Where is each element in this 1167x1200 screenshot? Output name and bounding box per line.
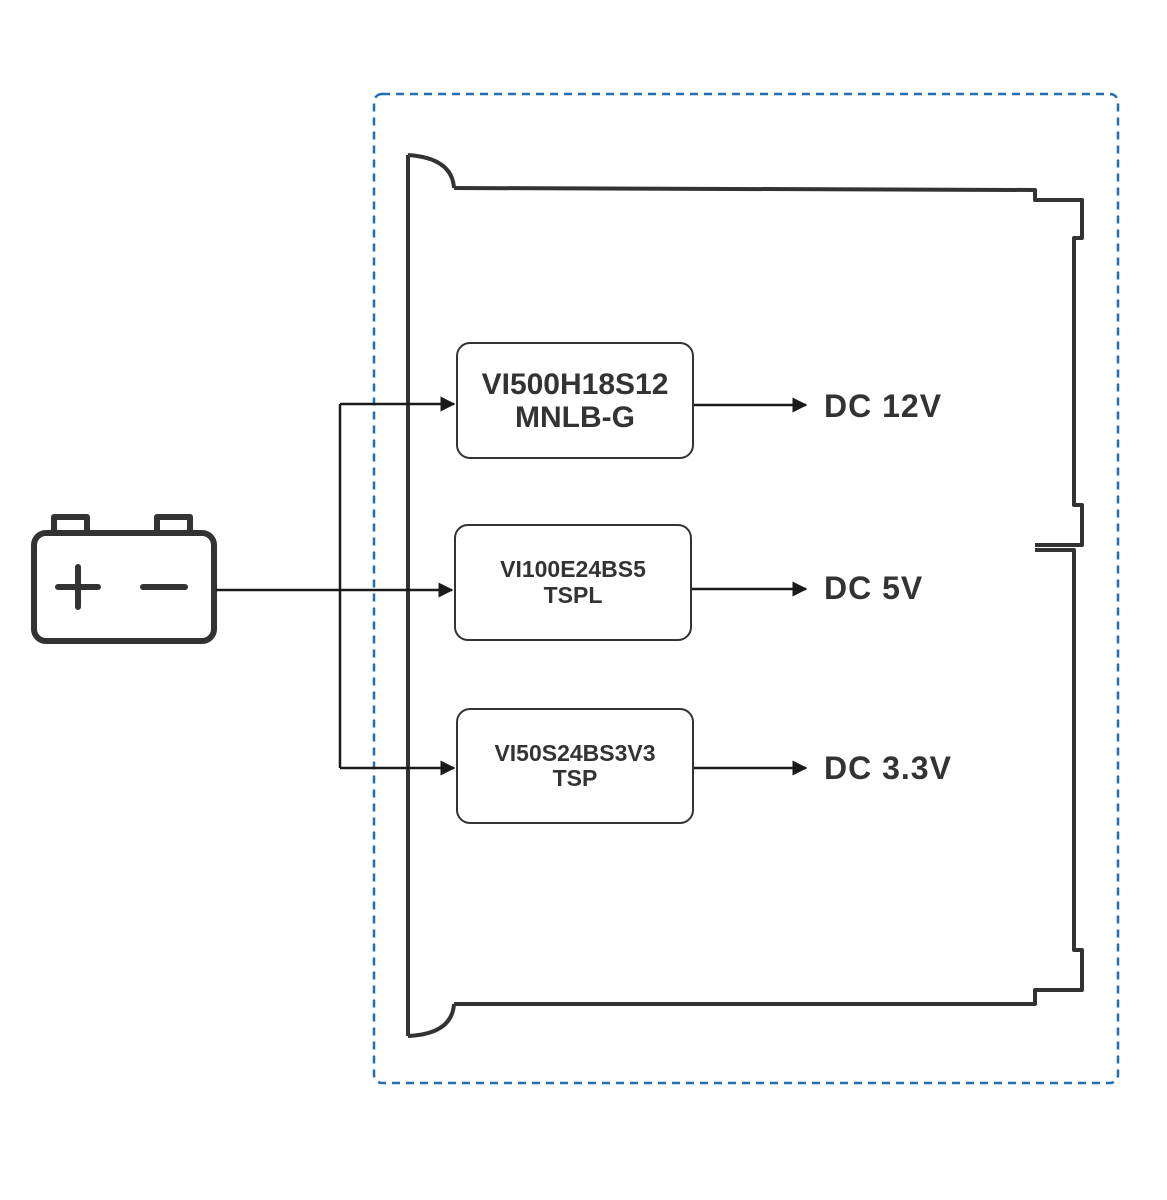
converter-1-model: VI500H18S12	[481, 367, 669, 401]
converter-3-suffix: TSP	[552, 765, 598, 791]
output-label-12v: DC 12V	[824, 388, 943, 424]
output-label-3v3: DC 3.3V	[824, 750, 952, 786]
converter-2-suffix: TSPL	[543, 581, 603, 608]
converter-1-suffix: MNLB-G	[515, 400, 635, 434]
input-wiring	[216, 396, 456, 776]
converter-2-model: VI100E24BS5	[500, 556, 646, 583]
enclosure-dashed-border	[372, 92, 1120, 1085]
converter-3-model: VI50S24BS3V3	[494, 739, 656, 766]
battery-icon	[31, 514, 217, 644]
converter-box-3: VI50S24BS3V3 TSP	[456, 708, 694, 824]
chassis-outline	[406, 153, 1084, 1038]
converter-box-2: VI100E24BS5 TSPL	[454, 524, 692, 641]
converter-box-1: VI500H18S12 MNLB-G	[456, 342, 694, 459]
output-wiring	[692, 397, 808, 776]
output-label-5v: DC 5V	[824, 570, 924, 606]
